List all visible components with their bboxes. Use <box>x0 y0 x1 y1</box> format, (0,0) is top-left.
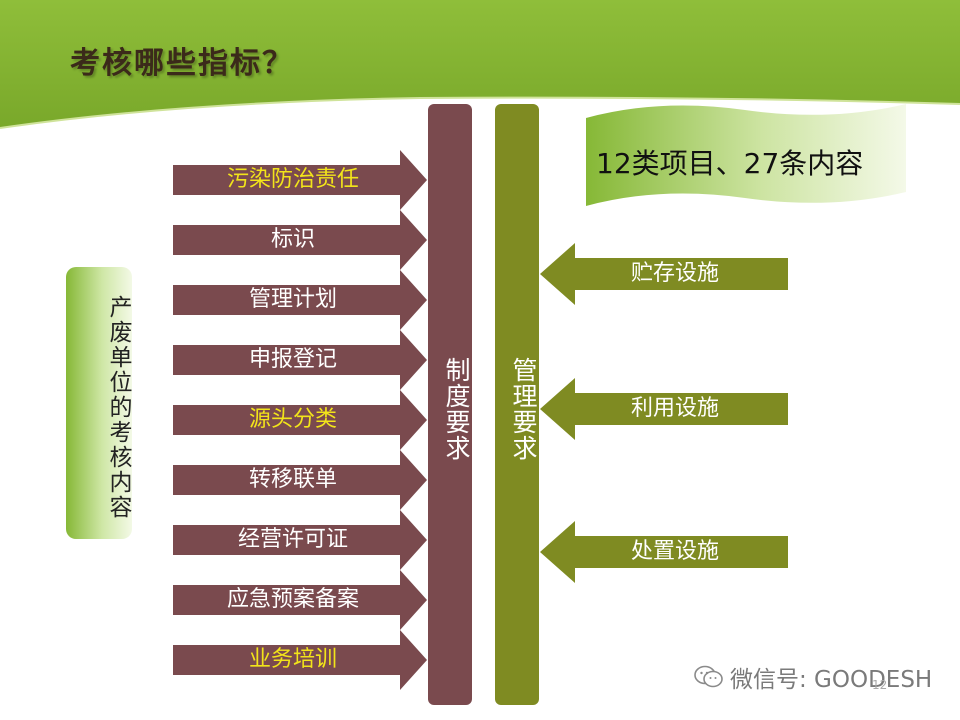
summary-text: 12类项目、27条内容 <box>596 147 864 180</box>
slide-title: 考核哪些指标？ <box>70 46 294 81</box>
arrow-left-1 <box>173 150 427 210</box>
summary-banner <box>586 104 906 206</box>
arrow-left-3 <box>173 270 427 330</box>
left-item-label: 标识 <box>270 227 315 252</box>
left-item-label: 源头分类 <box>248 407 337 432</box>
wechat-watermark: 微信号: GOODESH <box>694 660 932 694</box>
left-item-label: 转移联单 <box>248 467 337 492</box>
wechat-icon <box>694 665 723 688</box>
right-item-label: 利用设施 <box>630 396 719 421</box>
right-item-label: 处置设施 <box>630 539 719 564</box>
arrow-left-4 <box>173 330 427 390</box>
arrow-left-6 <box>173 450 427 510</box>
arrow-left-5 <box>173 390 427 450</box>
arrow-left-9 <box>173 630 427 690</box>
left-item-label: 管理计划 <box>248 287 337 312</box>
arrow-right-2 <box>540 378 788 440</box>
arrow-left-8 <box>173 570 427 630</box>
left-item-label: 应急预案备案 <box>226 587 359 612</box>
arrow-right-1 <box>540 243 788 305</box>
management-requirements-label: 管理要求 <box>509 357 538 461</box>
management-requirements-pill: 管理要求 <box>495 104 539 705</box>
page-number: 12 <box>872 678 888 692</box>
arrow-left-7 <box>173 510 427 570</box>
left-item-label: 经营许可证 <box>237 527 348 552</box>
wechat-id: 微信号: GOODESH <box>730 667 933 693</box>
arrow-left-2 <box>173 210 427 270</box>
scope-box-label: 产废单位的考核内容 <box>105 294 131 520</box>
system-requirements-pill: 制度要求 <box>428 104 472 705</box>
left-item-label: 申报登记 <box>248 347 337 372</box>
left-item-label: 业务培训 <box>248 647 337 672</box>
right-item-label: 贮存设施 <box>630 261 719 286</box>
scope-box: 产废单位的考核内容 <box>66 267 132 539</box>
system-requirements-label: 制度要求 <box>442 357 471 461</box>
header-band <box>0 0 960 129</box>
left-item-label: 污染防治责任 <box>226 167 359 192</box>
arrow-right-3 <box>540 521 788 583</box>
